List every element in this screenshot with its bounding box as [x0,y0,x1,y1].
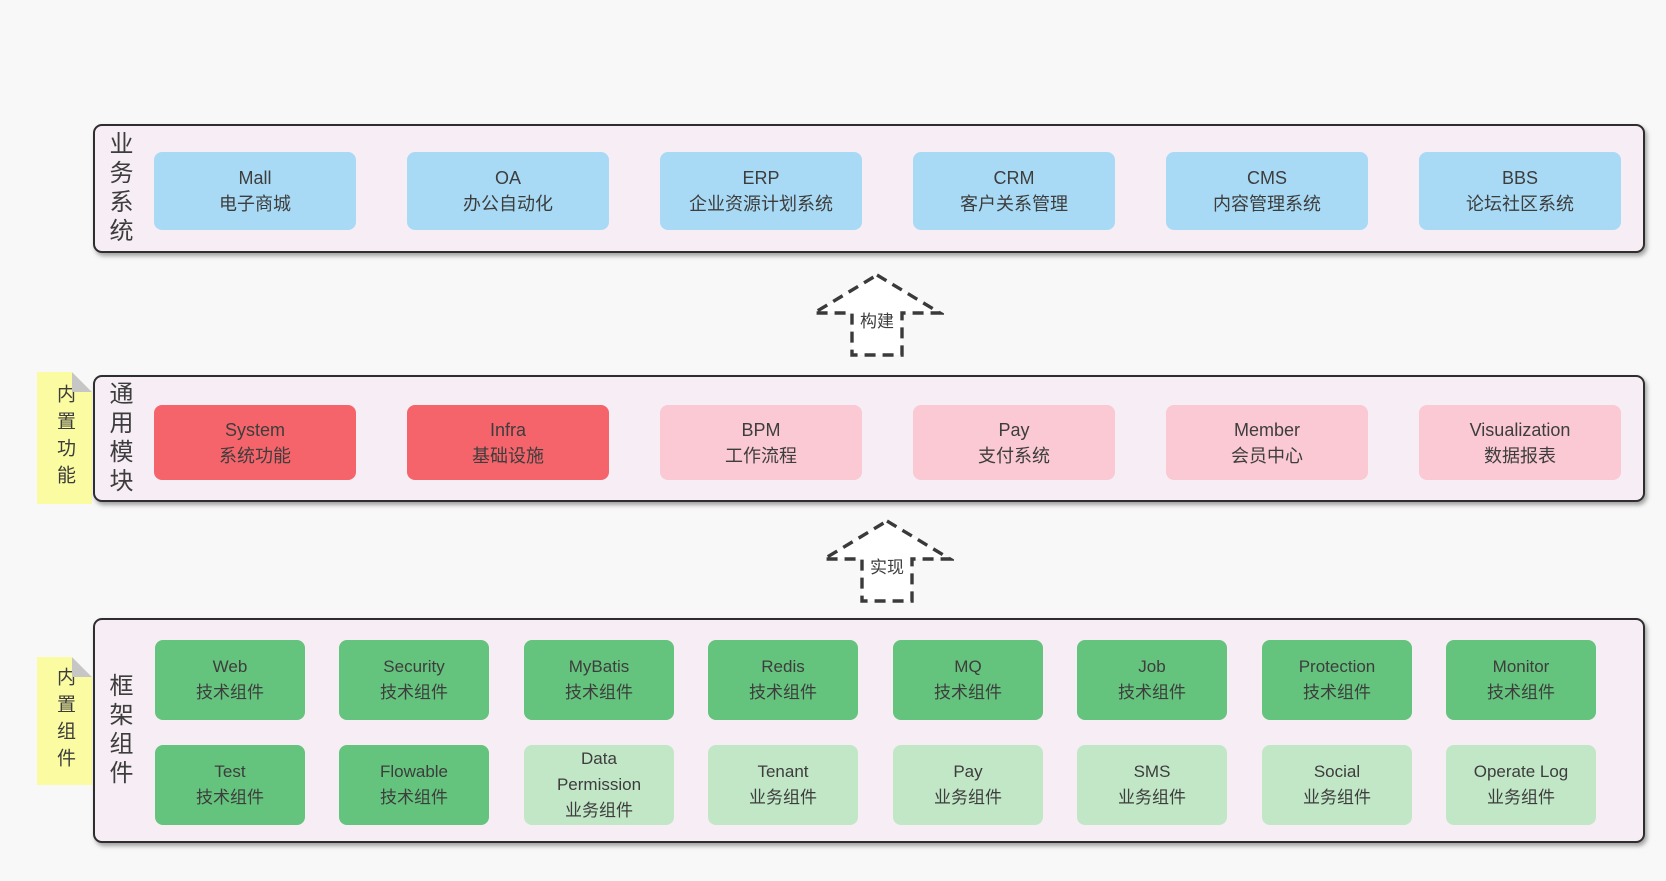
box-oa: OA 办公自动化 [407,152,609,230]
business-systems-section: 业务系统 Mall 电子商城 OA 办公自动化 ERP 企业资源计划系统 CRM… [93,124,1645,253]
box-job: Job 技术组件 [1077,640,1227,720]
framework-components-section: 框架组件 Web 技术组件 Security 技术组件 MyBatis 技术组件… [93,618,1645,843]
box-visualization: Visualization 数据报表 [1419,405,1621,480]
box-pay-module: Pay 支付系统 [913,405,1115,480]
box-bpm: BPM 工作流程 [660,405,862,480]
box-infra: Infra 基础设施 [407,405,609,480]
box-monitor: Monitor 技术组件 [1446,640,1596,720]
box-redis: Redis 技术组件 [708,640,858,720]
build-arrow-icon: 构建 [810,272,944,358]
builtin-components-note: 内置组件 [37,657,92,785]
box-web: Web 技术组件 [155,640,305,720]
framework-components-label: 框架组件 [105,672,132,789]
box-operate-log: Operate Log 业务组件 [1446,745,1596,825]
box-bbs: BBS 论坛社区系统 [1419,152,1621,230]
box-flowable: Flowable 技术组件 [339,745,489,825]
note-fold-corner-icon [72,372,92,392]
box-mall: Mall 电子商城 [154,152,356,230]
box-social: Social 业务组件 [1262,745,1412,825]
box-member: Member 会员中心 [1166,405,1368,480]
note-fold-corner-icon [72,657,92,677]
business-systems-label: 业务系统 [105,130,132,247]
implement-arrow-icon: 实现 [820,518,954,604]
common-modules-label: 通用模块 [105,380,132,497]
svg-text:构建: 构建 [860,312,894,331]
box-security: Security 技术组件 [339,640,489,720]
builtin-features-note: 内置功能 [37,372,92,504]
common-modules-section: 通用模块 System 系统功能 Infra 基础设施 BPM 工作流程 Pay… [93,375,1645,502]
box-pay-component: Pay 业务组件 [893,745,1043,825]
box-mybatis: MyBatis 技术组件 [524,640,674,720]
box-cms: CMS 内容管理系统 [1166,152,1368,230]
box-mq: MQ 技术组件 [893,640,1043,720]
box-sms: SMS 业务组件 [1077,745,1227,825]
box-system: System 系统功能 [154,405,356,480]
box-protection: Protection 技术组件 [1262,640,1412,720]
box-erp: ERP 企业资源计划系统 [660,152,862,230]
box-data-permission: Data Permission 业务组件 [524,745,674,825]
box-tenant: Tenant 业务组件 [708,745,858,825]
box-test: Test 技术组件 [155,745,305,825]
box-crm: CRM 客户关系管理 [913,152,1115,230]
svg-text:实现: 实现 [870,558,904,577]
